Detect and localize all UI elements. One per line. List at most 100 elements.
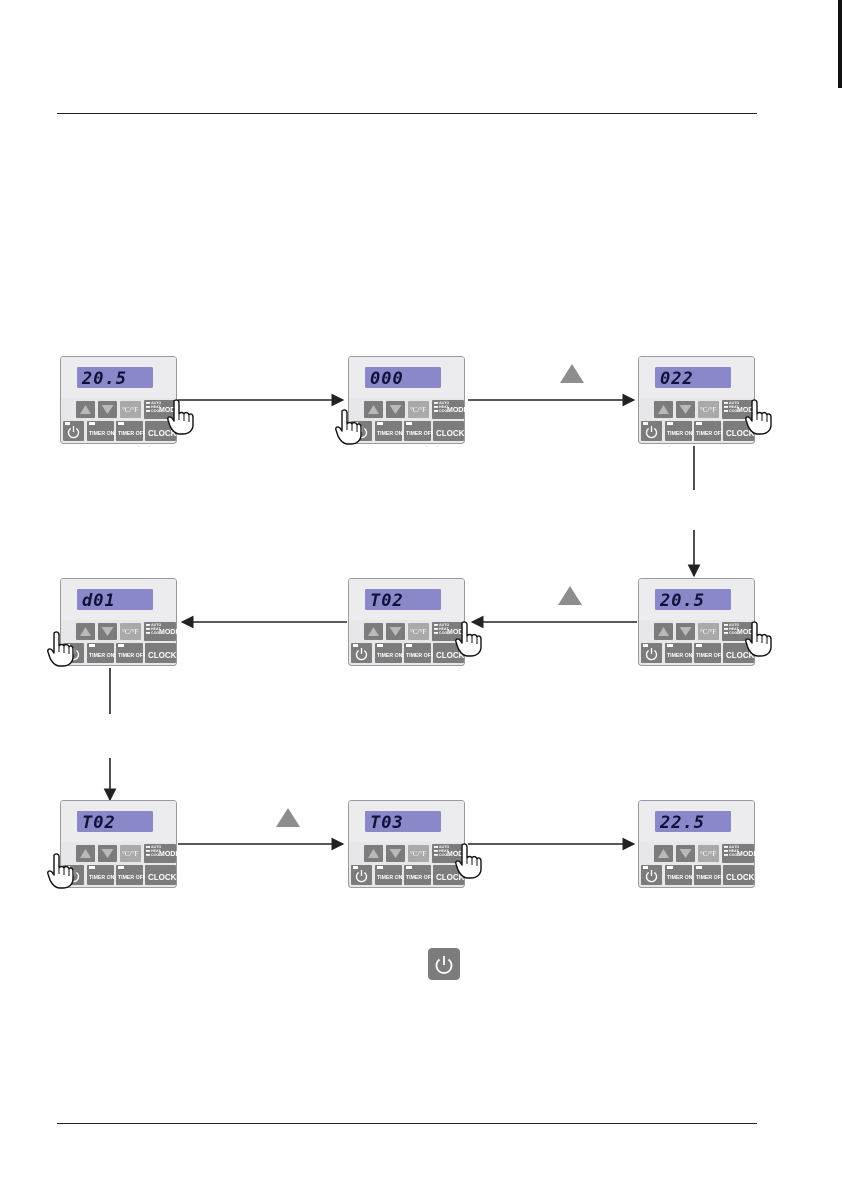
svg-text:TIMER OFF: TIMER OFF [406, 653, 434, 659]
up-button[interactable] [76, 401, 95, 418]
down-button[interactable] [386, 845, 405, 862]
timer-on-button[interactable]: TIMER ON [375, 643, 403, 663]
lcd-display: T03 [365, 811, 441, 833]
svg-text:AUTO: AUTO [151, 623, 161, 627]
unit-button[interactable]: °C/°F [698, 845, 719, 862]
down-button[interactable] [676, 623, 695, 640]
mode-button[interactable]: AUTO HEAT COOL MODE [722, 844, 755, 863]
lcd-display: 000 [365, 367, 441, 389]
svg-text:CLOCK: CLOCK [726, 873, 755, 882]
timer-off-button[interactable]: TIMER OFF [404, 643, 434, 663]
down-button[interactable] [98, 401, 117, 418]
svg-text:HEAT: HEAT [151, 627, 161, 631]
power-button[interactable] [351, 643, 372, 663]
timer-off-button[interactable]: TIMER OFF [116, 865, 146, 885]
power-button[interactable] [63, 421, 84, 441]
svg-text:MODE: MODE [447, 851, 465, 858]
lcd-display: T02 [77, 811, 153, 833]
svg-text:AUTO: AUTO [151, 845, 161, 849]
down-arrow-icon [389, 849, 402, 858]
timer-off-button[interactable]: TIMER OFF [404, 421, 434, 441]
clock-button[interactable]: CLOCK [723, 643, 755, 663]
power-button[interactable] [641, 865, 662, 885]
mode-button[interactable]: AUTO HEAT COOL MODE [722, 400, 755, 419]
svg-text:TIMER ON: TIMER ON [377, 653, 403, 659]
power-button[interactable] [641, 421, 662, 441]
svg-text:MODE: MODE [159, 851, 177, 858]
timer-on-button[interactable]: TIMER ON [665, 421, 693, 441]
mode-button[interactable]: AUTO HEAT COOL MODE [144, 400, 177, 419]
down-button[interactable] [676, 845, 695, 862]
clock-button[interactable]: CLOCK [145, 865, 177, 885]
timer-on-button[interactable]: TIMER ON [665, 865, 693, 885]
mode-button[interactable]: AUTO HEAT COOL MODE [432, 622, 465, 641]
unit-button[interactable]: °C/°F [698, 401, 719, 418]
svg-text:TIMER OFF: TIMER OFF [118, 431, 146, 437]
down-button[interactable] [98, 845, 117, 862]
up-button[interactable] [364, 401, 383, 418]
up-button[interactable] [654, 401, 673, 418]
svg-text:CLOCK: CLOCK [436, 873, 465, 882]
up-button[interactable] [76, 845, 95, 862]
svg-text:MODE: MODE [737, 629, 755, 636]
clock-button[interactable]: CLOCK [145, 421, 177, 441]
lcd-display: 22.5 [655, 811, 731, 833]
clock-button[interactable]: CLOCK [433, 643, 465, 663]
clock-button[interactable]: CLOCK [433, 865, 465, 885]
timer-on-button[interactable]: TIMER ON [87, 865, 115, 885]
lcd-display: 022 [655, 367, 731, 389]
up-button[interactable] [364, 845, 383, 862]
unit-button[interactable]: °C/°F [408, 845, 429, 862]
clock-button[interactable]: CLOCK [145, 643, 177, 663]
timer-off-button[interactable]: TIMER OFF [404, 865, 434, 885]
svg-text:TIMER ON: TIMER ON [667, 431, 693, 437]
mode-button[interactable]: AUTO HEAT COOL MODE [432, 844, 465, 863]
unit-button[interactable]: °C/°F [120, 845, 141, 862]
up-button[interactable] [654, 845, 673, 862]
unit-button[interactable]: °C/°F [408, 623, 429, 640]
timer-off-button[interactable]: TIMER OFF [694, 421, 724, 441]
unit-button[interactable]: °C/°F [698, 623, 719, 640]
down-button[interactable] [386, 401, 405, 418]
up-button[interactable] [654, 623, 673, 640]
timer-off-button[interactable]: TIMER OFF [694, 865, 724, 885]
timer-on-button[interactable]: TIMER ON [375, 865, 403, 885]
svg-text:°C/°F: °C/°F [410, 850, 426, 858]
timer-off-button[interactable]: TIMER OFF [116, 643, 146, 663]
control-panel-step-3: 022 °C/°F AUTO HEAT COOL [638, 356, 755, 444]
mode-button[interactable]: AUTO HEAT COOL MODE [722, 622, 755, 641]
mode-button[interactable]: AUTO HEAT COOL MODE [144, 622, 177, 641]
down-button[interactable] [98, 623, 117, 640]
timer-on-button[interactable]: TIMER ON [87, 643, 115, 663]
timer-on-button[interactable]: TIMER ON [375, 421, 403, 441]
svg-text:MODE: MODE [159, 407, 177, 414]
mode-button[interactable]: AUTO HEAT COOL MODE [144, 844, 177, 863]
up-button[interactable] [364, 623, 383, 640]
svg-text:AUTO: AUTO [439, 845, 449, 849]
svg-text:TIMER OFF: TIMER OFF [118, 875, 146, 881]
svg-text:°C/°F: °C/°F [700, 628, 716, 636]
clock-button[interactable]: CLOCK [433, 421, 465, 441]
timer-off-button[interactable]: TIMER OFF [116, 421, 146, 441]
svg-text:T02: T02 [82, 813, 116, 833]
svg-text:CLOCK: CLOCK [436, 429, 465, 438]
svg-text:MODE: MODE [737, 407, 755, 414]
timer-on-button[interactable]: TIMER ON [87, 421, 115, 441]
unit-button[interactable]: °C/°F [408, 401, 429, 418]
lcd-display: d01 [77, 589, 153, 611]
unit-button[interactable]: °C/°F [120, 623, 141, 640]
timer-on-button[interactable]: TIMER ON [665, 643, 693, 663]
timer-off-button[interactable]: TIMER OFF [694, 643, 724, 663]
power-icon [67, 426, 80, 439]
clock-button[interactable]: CLOCK [723, 865, 755, 885]
down-button[interactable] [676, 401, 695, 418]
down-button[interactable] [386, 623, 405, 640]
up-button[interactable] [76, 623, 95, 640]
unit-button[interactable]: °C/°F [120, 401, 141, 418]
pointing-hand-icon [335, 409, 362, 445]
power-button[interactable] [351, 865, 372, 885]
svg-text:HEAT: HEAT [729, 627, 739, 631]
mode-button[interactable]: AUTO HEAT COOL MODE [432, 400, 465, 419]
power-button[interactable] [641, 643, 662, 663]
clock-button[interactable]: CLOCK [723, 421, 755, 441]
